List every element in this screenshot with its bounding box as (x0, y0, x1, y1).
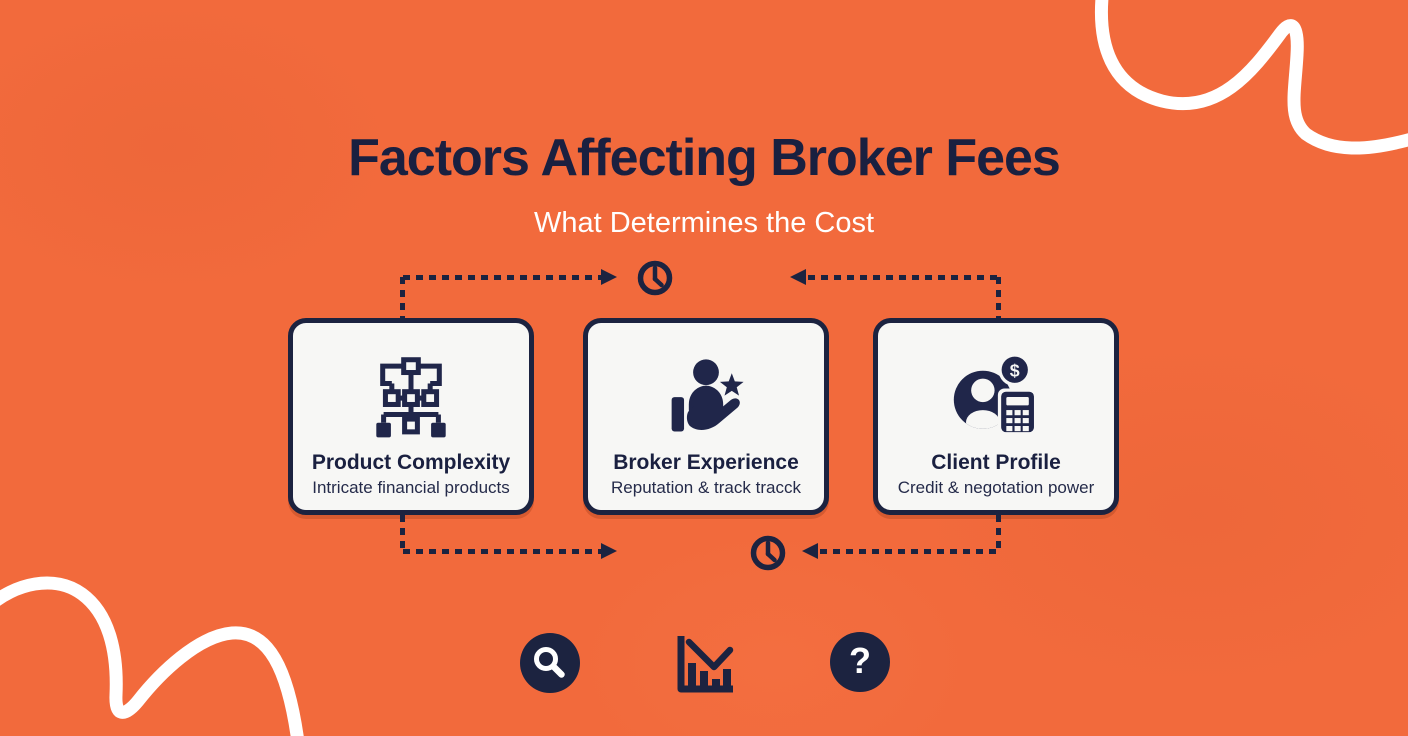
dotted-connector-top-right-horizontal (808, 275, 999, 280)
arrowhead-right-icon (601, 543, 617, 559)
dotted-connector-bottom-left-horizontal (403, 549, 601, 554)
arrowhead-right-icon (601, 269, 617, 285)
dotted-connector-bottom-right-horizontal (820, 549, 999, 554)
card-description: Credit & negotation power (897, 478, 1095, 497)
decorative-squiggle-bottom-left (0, 576, 304, 736)
arrowhead-left-icon (790, 269, 806, 285)
dotted-connector-top-left-horizontal (403, 275, 601, 280)
question-mark-glyph: ? (849, 640, 871, 681)
sitemap-icon (365, 337, 457, 441)
dotted-connector-top-right-vertical (996, 277, 1001, 318)
dotted-connector-top-left-vertical (400, 277, 405, 318)
card-description: Reputation & track tracck (611, 478, 801, 497)
dollar-symbol: $ (1010, 360, 1020, 380)
question-mark-icon: ? (830, 632, 890, 692)
hand-person-star-icon (658, 337, 754, 441)
card-title: Client Profile (931, 451, 1061, 474)
clock-icon (750, 535, 786, 571)
card-client-profile: $ Client Profile Credit & negotation pow… (873, 318, 1119, 515)
page-title: Factors Affecting Broker Fees (348, 129, 1061, 187)
clock-icon (637, 260, 673, 296)
card-title: Product Complexity (311, 451, 511, 474)
dotted-connector-bottom-right-vertical (996, 515, 1001, 551)
bar-chart-declining-icon (677, 636, 734, 693)
card-product-complexity: Product Complexity Intricate financial p… (288, 318, 534, 515)
card-title: Broker Experience (613, 451, 799, 474)
page-subtitle: What Determines the Cost (533, 207, 875, 239)
dotted-connector-bottom-left-vertical (400, 515, 405, 551)
person-dollar-calculator-icon: $ (948, 337, 1044, 441)
arrowhead-left-icon (802, 543, 818, 559)
card-description: Intricate financial products (312, 478, 510, 497)
card-broker-experience: Broker Experience Reputation & track tra… (583, 318, 829, 515)
search-icon (520, 633, 580, 693)
